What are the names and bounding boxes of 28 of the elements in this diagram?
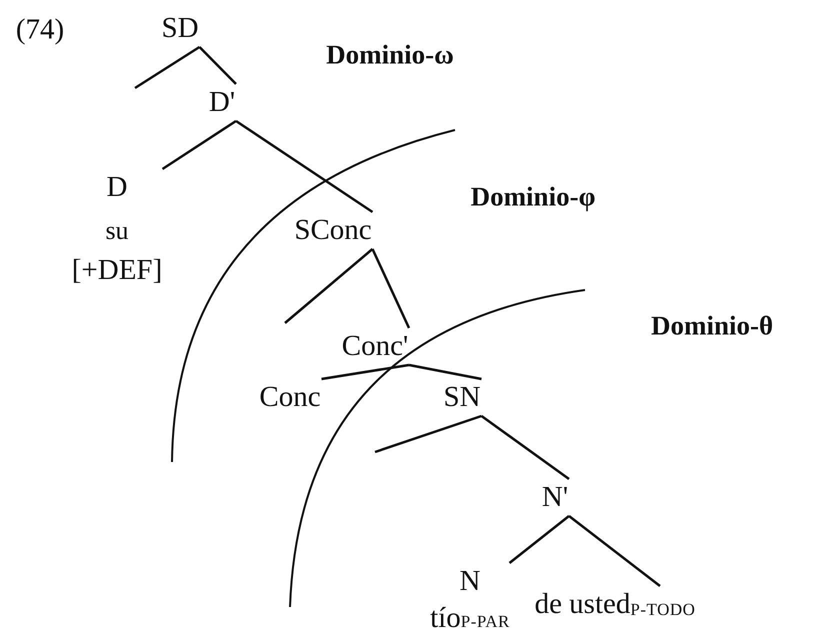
terminal-word: [+DEF] (72, 256, 162, 285)
tree-node-label: SN (442, 381, 482, 414)
tree-node-label: N' (540, 481, 570, 514)
tree-node-label: D' (208, 86, 236, 119)
tree-branch (371, 248, 410, 329)
domain-label: Dominio-ω (326, 42, 454, 68)
tree-branch (568, 515, 661, 587)
tree-branch (198, 46, 237, 85)
tree-node-label: Conc' (340, 330, 410, 363)
tree-node-label: D (106, 171, 128, 204)
tree-node-label: SConc (293, 214, 373, 247)
tree-node-label: SD (160, 12, 200, 45)
tree-branch (408, 364, 482, 380)
tree-node-label: Conc (258, 381, 322, 414)
tree-node-label: N (458, 565, 482, 598)
tree-branch (321, 364, 410, 380)
example-number: (74) (16, 16, 64, 44)
tree-node-label: de usted$_{P-TODO}$ (534, 588, 696, 621)
tree-branch (235, 120, 374, 214)
domain-label: Dominio-θ (650, 312, 774, 340)
tree-branch (284, 248, 374, 324)
terminal-word: su (105, 218, 129, 244)
domain-label: Dominio-φ (470, 184, 596, 210)
tree-branch (480, 414, 570, 480)
tree-branch (508, 515, 570, 564)
tree-branch (374, 414, 482, 454)
tree-branch (162, 120, 237, 170)
tree-branch (134, 46, 200, 90)
